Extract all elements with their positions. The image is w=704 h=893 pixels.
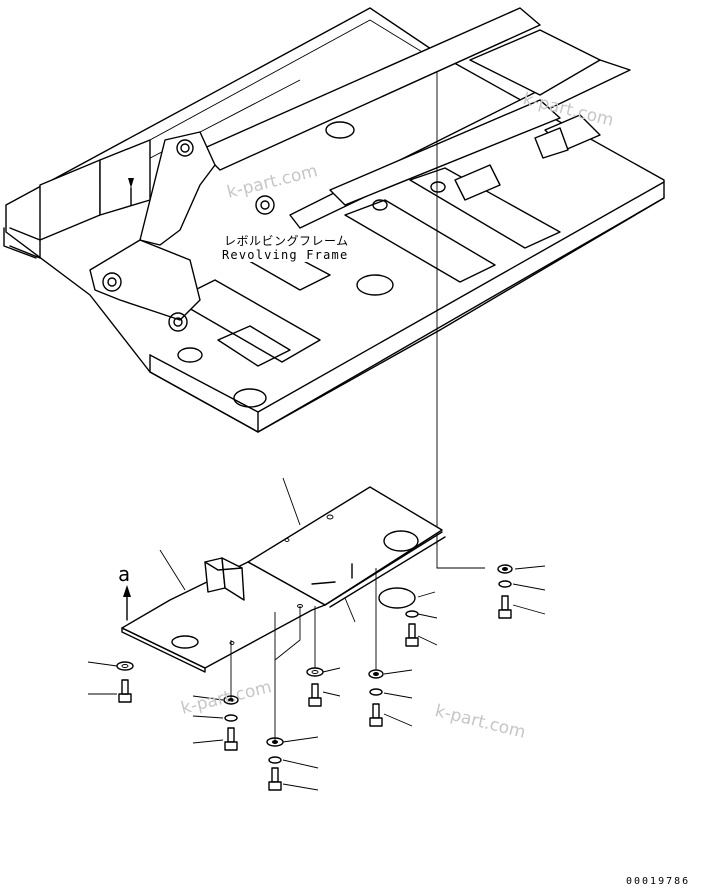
fastener-stack-right	[497, 564, 513, 619]
fastener-stack-mid-right	[368, 669, 384, 727]
view-marker-label: a	[118, 562, 131, 586]
alignment-leaders	[230, 568, 377, 740]
frame-label-english: Revolving Frame	[222, 248, 349, 262]
fastener-stack-right-lower	[405, 610, 419, 647]
revolving-frame	[3, 7, 665, 433]
fastener-stack-mid	[306, 667, 324, 707]
under-cover	[121, 486, 446, 673]
fastener-stack-centre	[266, 737, 284, 791]
leader-cover-to-bolt-right	[436, 540, 485, 569]
fastener-stack-left	[116, 661, 134, 703]
drawing-number: 00019786	[626, 876, 691, 887]
callout-leaders	[87, 477, 546, 791]
frame-label-japanese: レボルビングフレーム	[224, 232, 349, 249]
view-arrow	[123, 585, 131, 621]
